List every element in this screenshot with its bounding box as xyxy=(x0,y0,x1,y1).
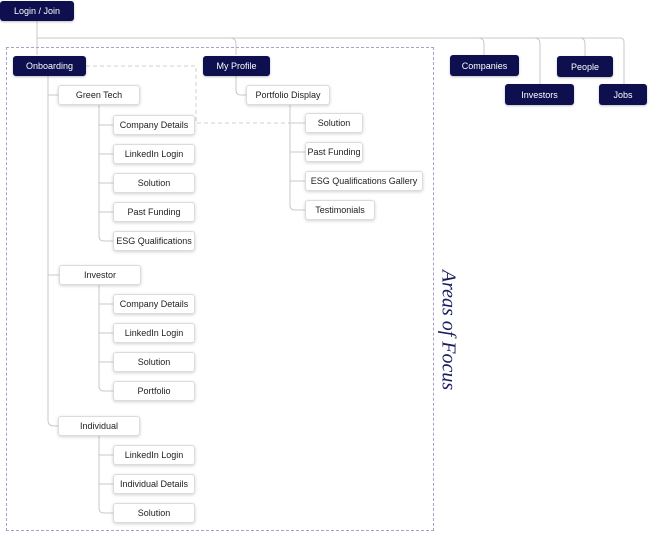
login-join-node[interactable]: Login / Join xyxy=(0,1,74,21)
gt-solution-node[interactable]: Solution xyxy=(113,173,195,193)
connector-portfolio-children xyxy=(289,105,305,211)
connector-login-trunk xyxy=(37,37,625,84)
dashed-link-onboarding-company xyxy=(86,65,300,124)
inv-company-details-node[interactable]: Company Details xyxy=(113,294,195,314)
connector-login-companies xyxy=(477,37,485,55)
connector-profile-portfolio xyxy=(235,76,246,96)
pd-past-funding-node[interactable]: Past Funding xyxy=(305,142,363,162)
individual-node[interactable]: Individual xyxy=(58,416,140,436)
green-tech-node[interactable]: Green Tech xyxy=(58,85,140,105)
pd-testimonials-node[interactable]: Testimonials xyxy=(305,200,375,220)
areas-of-focus-frame xyxy=(6,47,434,531)
connector-onboarding-children xyxy=(47,76,58,427)
inv-linkedin-login-node[interactable]: LinkedIn Login xyxy=(113,323,195,343)
areas-of-focus-label: Areas of Focus xyxy=(437,269,460,391)
pd-esg-gallery-node[interactable]: ESG Qualifications Gallery xyxy=(305,171,423,191)
investors-node[interactable]: Investors xyxy=(505,84,574,105)
pd-solution-node[interactable]: Solution xyxy=(305,113,363,133)
inv-solution-node[interactable]: Solution xyxy=(113,352,195,372)
portfolio-display-node[interactable]: Portfolio Display xyxy=(246,85,330,105)
investor-node[interactable]: Investor xyxy=(59,265,141,285)
gt-linkedin-login-node[interactable]: LinkedIn Login xyxy=(113,144,195,164)
people-node[interactable]: People xyxy=(557,56,613,77)
gt-esg-qualifications-node[interactable]: ESG Qualifications xyxy=(113,231,195,251)
onboarding-node[interactable]: Onboarding xyxy=(13,56,86,76)
connector-individual-children xyxy=(98,436,113,514)
gt-past-funding-node[interactable]: Past Funding xyxy=(113,202,195,222)
connector-login-investors xyxy=(533,37,541,84)
ind-individual-details-node[interactable]: Individual Details xyxy=(113,474,195,494)
inv-portfolio-node[interactable]: Portfolio xyxy=(113,381,195,401)
ind-solution-node[interactable]: Solution xyxy=(113,503,195,523)
my-profile-node[interactable]: My Profile xyxy=(203,56,270,76)
connector-login-people xyxy=(579,37,586,56)
connector-greentech-children xyxy=(98,105,113,242)
gt-company-details-node[interactable]: Company Details xyxy=(113,115,195,135)
connector-investor-children xyxy=(98,285,113,392)
companies-node[interactable]: Companies xyxy=(450,55,519,76)
ind-linkedin-login-node[interactable]: LinkedIn Login xyxy=(113,445,195,465)
jobs-node[interactable]: Jobs xyxy=(599,84,647,105)
connector-login-myprofile xyxy=(229,37,237,55)
